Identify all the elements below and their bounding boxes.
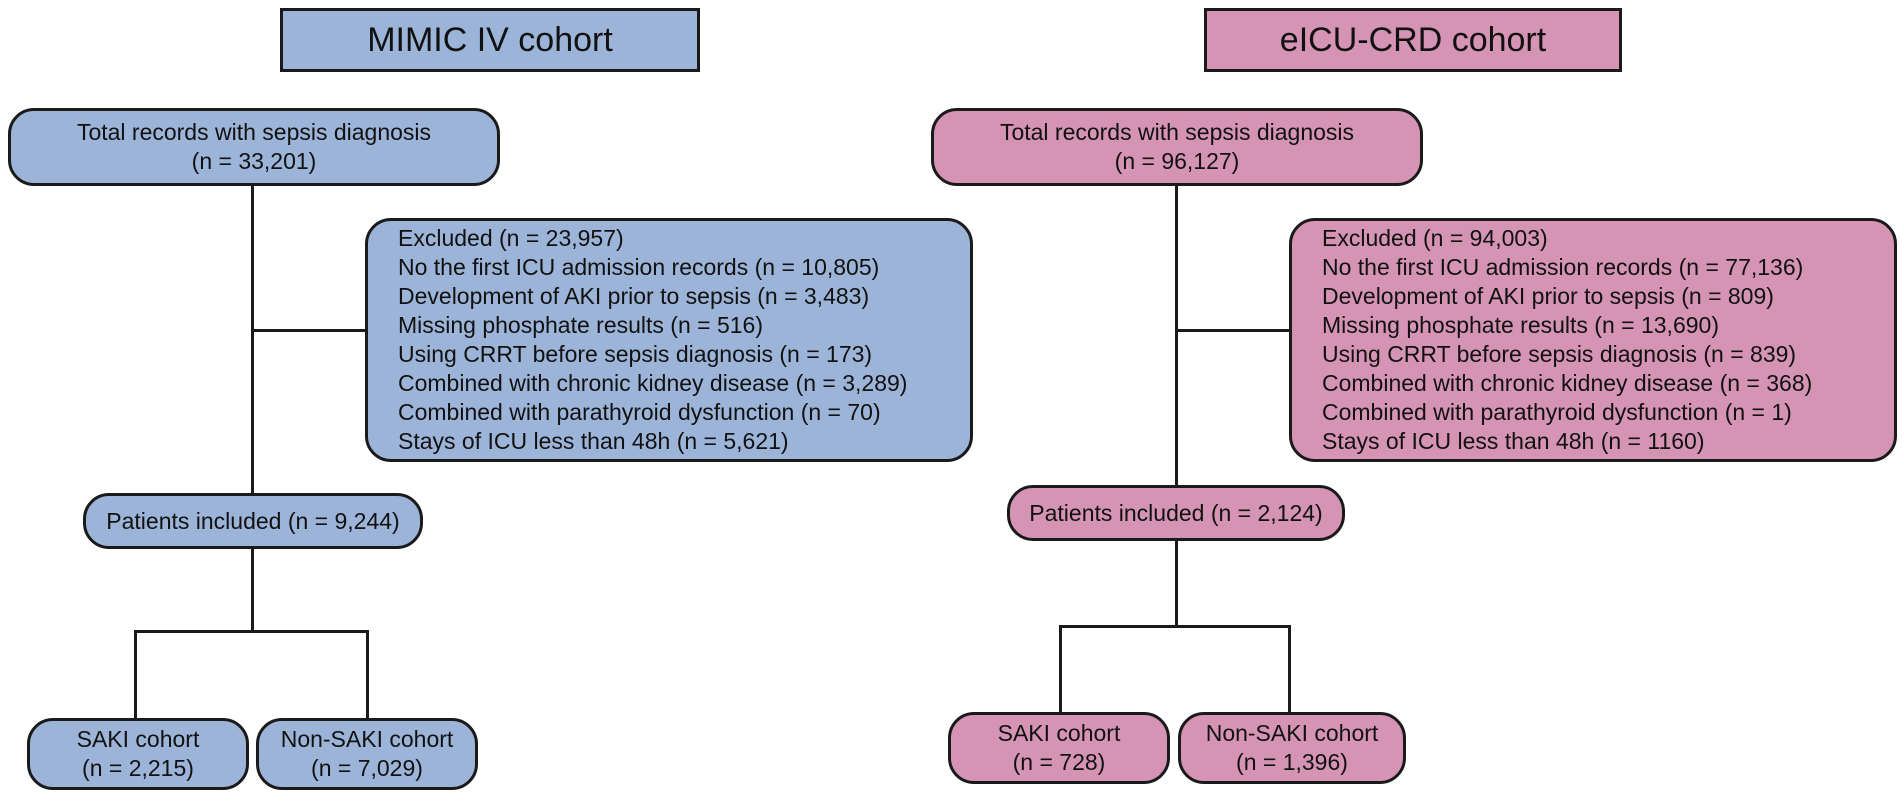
mimic-saki-label: SAKI cohort bbox=[76, 726, 200, 752]
eicu-total-label: Total records with sepsis diagnosis bbox=[999, 119, 1355, 145]
mimic-excluded-item: Missing phosphate results (n = 516) bbox=[398, 312, 764, 338]
mimic-excluded-item: Combined with chronic kidney disease (n … bbox=[398, 370, 908, 396]
eicu-excluded-item: Combined with chronic kidney disease (n … bbox=[1322, 370, 1813, 396]
mimic-connector-split bbox=[251, 549, 254, 632]
eicu-excluded-item: Development of AKI prior to sepsis (n = … bbox=[1322, 283, 1774, 309]
eicu-total-count: (n = 96,127) bbox=[1114, 148, 1240, 174]
mimic-total-label: Total records with sepsis diagnosis bbox=[76, 119, 432, 145]
mimic-total-records-box: Total records with sepsis diagnosis (n =… bbox=[8, 108, 500, 186]
mimic-excluded-box: Excluded (n = 23,957) No the first ICU a… bbox=[365, 218, 973, 462]
mimic-saki-count: (n = 2,215) bbox=[82, 755, 194, 781]
eicu-connector-nonsaki bbox=[1288, 625, 1291, 712]
mimic-title: MIMIC IV cohort bbox=[367, 20, 613, 59]
eicu-nonsaki-box: Non-SAKI cohort (n = 1,396) bbox=[1178, 712, 1406, 784]
eicu-connector-branch bbox=[1059, 625, 1291, 628]
mimic-connector-nonsaki bbox=[366, 630, 369, 718]
mimic-connector-branch bbox=[134, 630, 369, 633]
eicu-saki-box: SAKI cohort (n = 728) bbox=[948, 712, 1170, 784]
eicu-connector-exclusion bbox=[1175, 329, 1289, 332]
eicu-included-label: Patients included (n = 2,124) bbox=[1029, 499, 1323, 526]
mimic-nonsaki-label: Non-SAKI cohort bbox=[280, 726, 454, 752]
mimic-total-count: (n = 33,201) bbox=[191, 148, 317, 174]
mimic-included-label: Patients included (n = 9,244) bbox=[106, 507, 400, 534]
eicu-connector-split bbox=[1175, 541, 1178, 627]
eicu-nonsaki-label: Non-SAKI cohort bbox=[1205, 720, 1379, 746]
mimic-connector-saki bbox=[134, 630, 137, 718]
eicu-included-box: Patients included (n = 2,124) bbox=[1007, 485, 1345, 541]
eicu-connector-saki bbox=[1059, 625, 1062, 712]
mimic-excluded-item: Stays of ICU less than 48h (n = 5,621) bbox=[398, 428, 789, 454]
eicu-saki-label: SAKI cohort bbox=[997, 720, 1121, 746]
mimic-included-box: Patients included (n = 9,244) bbox=[83, 493, 423, 549]
mimic-excluded-item: Using CRRT before sepsis diagnosis (n = … bbox=[398, 341, 873, 367]
eicu-title: eICU-CRD cohort bbox=[1279, 20, 1547, 59]
eicu-nonsaki-count: (n = 1,396) bbox=[1236, 749, 1348, 775]
eicu-excluded-total: Excluded (n = 94,003) bbox=[1322, 225, 1548, 251]
mimic-excluded-item: Development of AKI prior to sepsis (n = … bbox=[398, 283, 870, 309]
eicu-total-records-box: Total records with sepsis diagnosis (n =… bbox=[931, 108, 1423, 186]
eicu-excluded-item: Missing phosphate results (n = 13,690) bbox=[1322, 312, 1719, 338]
mimic-nonsaki-count: (n = 7,029) bbox=[311, 755, 423, 781]
mimic-connector-main bbox=[251, 186, 254, 493]
mimic-connector-exclusion bbox=[251, 329, 365, 332]
eicu-excluded-item: Combined with parathyroid dysfunction (n… bbox=[1322, 399, 1792, 425]
mimic-title-box: MIMIC IV cohort bbox=[280, 8, 700, 72]
eicu-connector-main bbox=[1175, 186, 1178, 485]
mimic-excluded-item: No the first ICU admission records (n = … bbox=[398, 254, 880, 280]
eicu-excluded-box: Excluded (n = 94,003) No the first ICU a… bbox=[1289, 218, 1897, 462]
eicu-excluded-item: No the first ICU admission records (n = … bbox=[1322, 254, 1804, 280]
eicu-title-box: eICU-CRD cohort bbox=[1204, 8, 1622, 72]
eicu-excluded-item: Stays of ICU less than 48h (n = 1160) bbox=[1322, 428, 1705, 454]
eicu-excluded-item: Using CRRT before sepsis diagnosis (n = … bbox=[1322, 341, 1797, 367]
mimic-nonsaki-box: Non-SAKI cohort (n = 7,029) bbox=[256, 718, 478, 790]
eicu-saki-count: (n = 728) bbox=[1012, 749, 1106, 775]
mimic-excluded-item: Combined with parathyroid dysfunction (n… bbox=[398, 399, 881, 425]
mimic-saki-box: SAKI cohort (n = 2,215) bbox=[27, 718, 249, 790]
mimic-excluded-total: Excluded (n = 23,957) bbox=[398, 225, 624, 251]
